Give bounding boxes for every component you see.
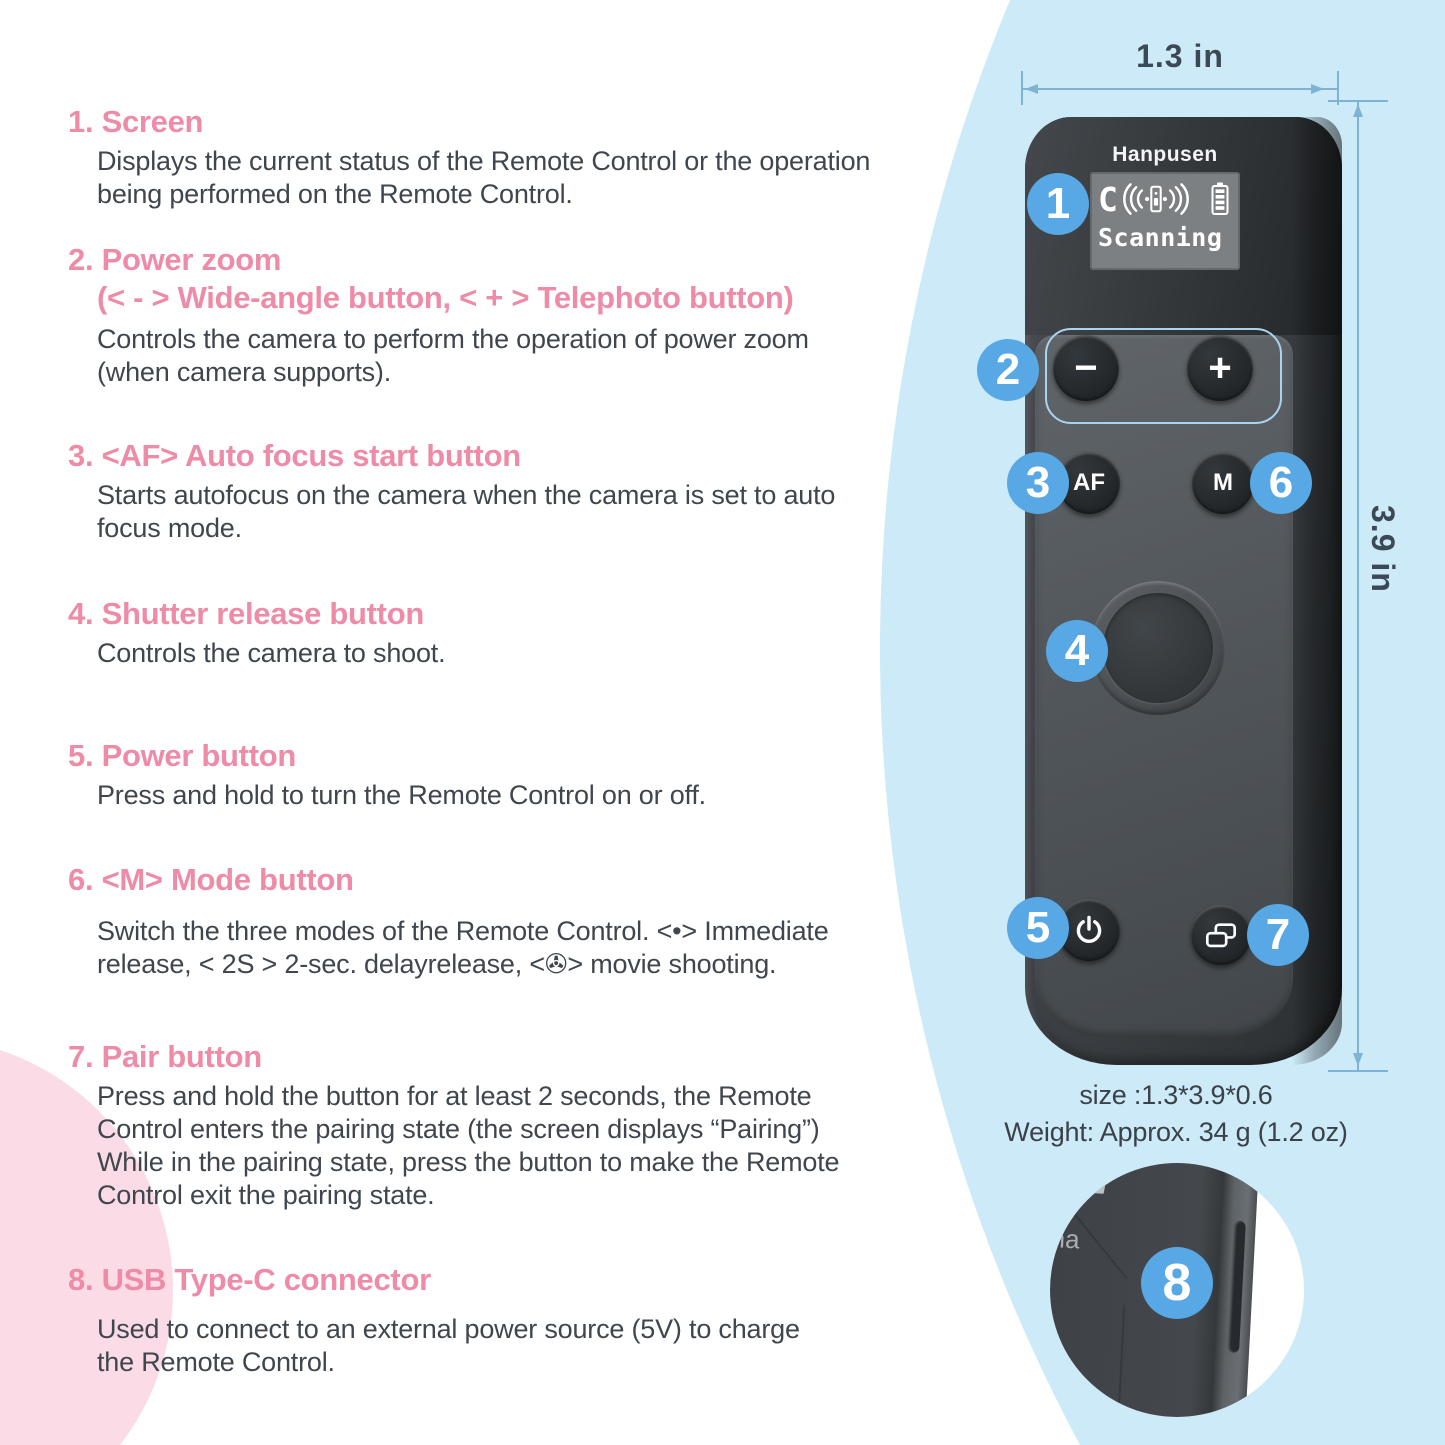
section-power-button: 5. Power button Press and hold to turn t… <box>68 737 968 812</box>
pair-button <box>1191 905 1251 965</box>
callout-number: 5 <box>1025 903 1051 952</box>
battery-icon <box>1211 182 1229 215</box>
brand-label: Hanpusen <box>1112 143 1218 166</box>
power-zoom-outline <box>1045 328 1282 424</box>
section-body: Starts autofocus on the camera when the … <box>97 480 836 543</box>
callout-number: 6 <box>1268 458 1294 507</box>
callout-6-mode: 6 <box>1250 452 1312 514</box>
section-body: Switch the three modes of the Remote Con… <box>97 916 829 979</box>
af-button-label: AF <box>1073 469 1105 496</box>
section-subtitle: (< - > Wide-angle button, < + > Telephot… <box>97 280 794 315</box>
height-arrow-down-icon <box>1353 1053 1363 1066</box>
pair-link-icon <box>1205 922 1237 947</box>
specs-block: size :1.3*3.9*0.6 Weight: Approx. 34 g (… <box>956 1080 1396 1148</box>
section-body: Press and hold the button for at least 2… <box>97 1081 840 1210</box>
height-dimension-label: 3.9 in <box>1365 505 1401 593</box>
callout-number: 8 <box>1162 1254 1192 1312</box>
callout-3-af: 3 <box>1007 452 1069 514</box>
remote-screen: C <box>1090 172 1240 270</box>
screen-status-text: Scanning <box>1098 223 1223 252</box>
section-usb-connector: 8. USB Type-C connector Used to connect … <box>68 1261 968 1379</box>
width-dimension-line <box>1023 88 1337 90</box>
power-icon <box>1076 915 1102 943</box>
section-power-zoom: 2. Power zoom (< - > Wide-angle button, … <box>68 241 968 389</box>
section-title: 1. Screen <box>68 104 204 139</box>
callout-7-pair: 7 <box>1247 904 1309 966</box>
callout-1-screen: 1 <box>1027 173 1089 235</box>
screen-channel-label: C <box>1098 179 1118 219</box>
remote-side-edge <box>1292 117 1342 1065</box>
section-title: 4. Shutter release button <box>68 596 424 631</box>
section-title: 8. USB Type-C connector <box>68 1262 431 1297</box>
shutter-release-button <box>1091 581 1225 715</box>
inset-label-patch <box>1069 1170 1108 1194</box>
section-body: Used to connect to an external power sou… <box>97 1314 800 1377</box>
section-title: 5. Power button <box>68 738 297 773</box>
callout-number: 4 <box>1064 626 1090 675</box>
width-dimension-label: 1.3 in <box>1136 38 1224 74</box>
wireless-signal-icon <box>1123 183 1189 215</box>
height-dimension-line <box>1357 102 1359 1070</box>
width-dimension-tick-right <box>1337 71 1339 105</box>
plus-icon: + <box>1208 345 1232 390</box>
section-title: 7. Pair button <box>68 1039 262 1074</box>
callout-number: 7 <box>1265 910 1291 959</box>
section-body: Press and hold to turn the Remote Contro… <box>97 780 706 810</box>
section-body: Displays the current status of the Remot… <box>97 146 871 209</box>
callout-number: 2 <box>995 345 1021 394</box>
width-arrow-left-icon <box>1025 84 1038 94</box>
shutter-inner-pad <box>1103 593 1213 703</box>
section-mode-button: 6. <M> Mode button Switch the three mode… <box>68 861 968 981</box>
section-shutter-button: 4. Shutter release button Controls the c… <box>68 595 968 670</box>
height-dimension-tick-bottom <box>1328 1070 1388 1072</box>
size-spec-text: size :1.3*3.9*0.6 <box>1079 1080 1273 1110</box>
screen-status-row: C <box>1098 178 1232 220</box>
section-title: 3. <AF> Auto focus start button <box>68 438 521 473</box>
section-title: 2. Power zoom <box>68 242 282 277</box>
weight-spec-text: Weight: Approx. 34 g (1.2 oz) <box>1004 1117 1348 1147</box>
callout-2-power-zoom: 2 <box>977 339 1039 401</box>
section-screen: 1. Screen Displays the current status of… <box>68 103 968 211</box>
section-body: Controls the camera to shoot. <box>97 638 446 668</box>
mode-button-label: M <box>1213 469 1233 496</box>
callout-8-usb: 8 <box>1141 1247 1213 1319</box>
telephoto-button: + <box>1187 335 1253 401</box>
width-dimension-tick-left <box>1021 71 1023 105</box>
width-arrow-right-icon <box>1311 84 1324 94</box>
inset-partial-text: na <box>1050 1223 1081 1255</box>
callout-number: 1 <box>1045 179 1071 228</box>
callout-number: 3 <box>1025 458 1051 507</box>
section-af-button: 3. <AF> Auto focus start button Starts a… <box>68 437 968 545</box>
callout-4-shutter: 4 <box>1046 620 1108 682</box>
height-dimension-tick-top <box>1328 100 1388 102</box>
callout-5-power: 5 <box>1007 897 1069 959</box>
height-arrow-up-icon <box>1353 104 1363 117</box>
section-body: Controls the camera to perform the opera… <box>97 324 809 387</box>
mode-button: M <box>1192 452 1254 514</box>
section-title: 6. <M> Mode button <box>68 862 354 897</box>
section-pair-button: 7. Pair button Press and hold the button… <box>68 1038 968 1212</box>
wide-angle-button: − <box>1053 335 1119 401</box>
minus-icon: − <box>1074 345 1098 390</box>
